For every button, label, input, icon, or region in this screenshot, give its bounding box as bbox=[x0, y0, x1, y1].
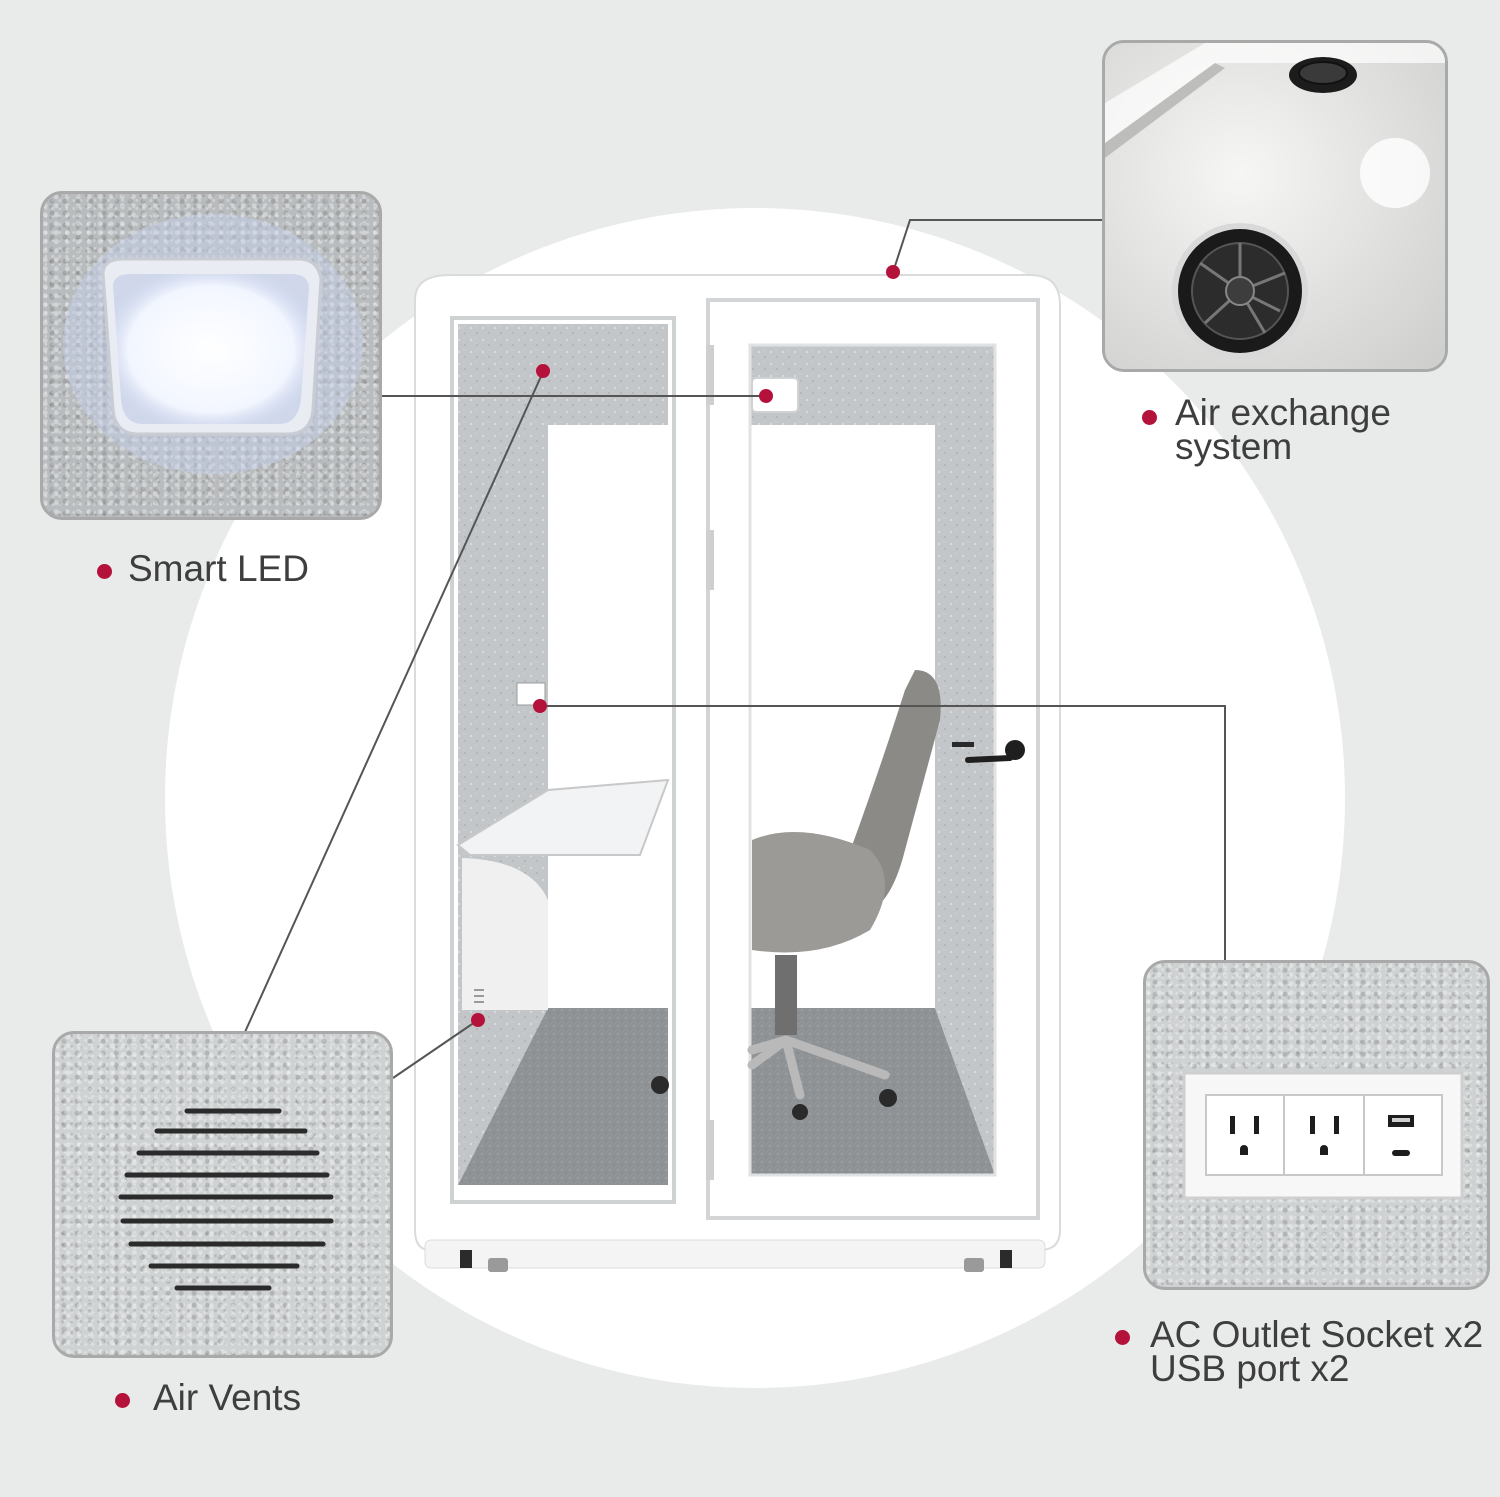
label-air-exchange-line2: system bbox=[1175, 426, 1293, 467]
label-smart-led: Smart LED bbox=[97, 548, 309, 589]
dot-vent bbox=[471, 1013, 485, 1027]
label-outlet-line1: AC Outlet Socket x2 bbox=[1150, 1314, 1484, 1355]
callout-air-vents bbox=[392, 1019, 479, 1079]
callout-air-exchange bbox=[892, 219, 1182, 273]
label-outlet: AC Outlet Socket x2 USB port x2 bbox=[1115, 1314, 1484, 1389]
label-air-exchange: Air exchange system bbox=[1142, 392, 1391, 467]
chair-base bbox=[747, 1035, 890, 1100]
foot-right bbox=[1000, 1250, 1012, 1268]
leveler-left bbox=[488, 1258, 508, 1272]
dot-outlet bbox=[533, 699, 547, 713]
fan-icon bbox=[1172, 223, 1308, 359]
vent-grille-icon bbox=[118, 1108, 334, 1291]
label-air-vents-text: Air Vents bbox=[153, 1377, 302, 1418]
callout-outlet bbox=[540, 705, 1226, 960]
booth-base bbox=[424, 1239, 1046, 1269]
label-air-exchange-line1: Air exchange bbox=[1175, 392, 1391, 433]
label-dot bbox=[115, 1393, 130, 1408]
label-dot bbox=[97, 564, 112, 579]
dot-air-exchange bbox=[886, 265, 900, 279]
usb-port-icon bbox=[1388, 1115, 1414, 1156]
label-dot bbox=[1142, 410, 1157, 425]
door-ceiling bbox=[750, 345, 995, 425]
dot-ceiling bbox=[536, 364, 550, 378]
leveler-right bbox=[964, 1258, 984, 1272]
foot-left bbox=[460, 1250, 472, 1268]
power-outlet-icon bbox=[1182, 1071, 1464, 1200]
desk-support bbox=[462, 858, 548, 1010]
interior-vent bbox=[474, 989, 484, 1003]
left-ceiling-panel bbox=[458, 324, 668, 425]
small-fan-icon bbox=[1289, 57, 1357, 93]
label-outlet-line2: USB port x2 bbox=[1150, 1348, 1350, 1389]
inset-air-exchange bbox=[1102, 40, 1448, 372]
door-handle bbox=[965, 755, 1013, 763]
chair-post bbox=[775, 955, 797, 1035]
chair-seat bbox=[752, 832, 885, 953]
label-air-vents: Air Vents bbox=[115, 1377, 302, 1418]
square-led-light-icon bbox=[63, 214, 363, 474]
left-floor bbox=[458, 1008, 668, 1185]
inset-outlet bbox=[1143, 960, 1490, 1290]
callout-led-to-vent bbox=[244, 371, 544, 1033]
desk-top bbox=[456, 778, 670, 856]
label-dot bbox=[1115, 1330, 1130, 1345]
label-smart-led-text: Smart LED bbox=[128, 548, 309, 589]
inset-smart-led bbox=[40, 191, 382, 520]
dot-led bbox=[759, 389, 773, 403]
inset-air-vents bbox=[52, 1031, 393, 1358]
left-glass bbox=[548, 425, 668, 1008]
